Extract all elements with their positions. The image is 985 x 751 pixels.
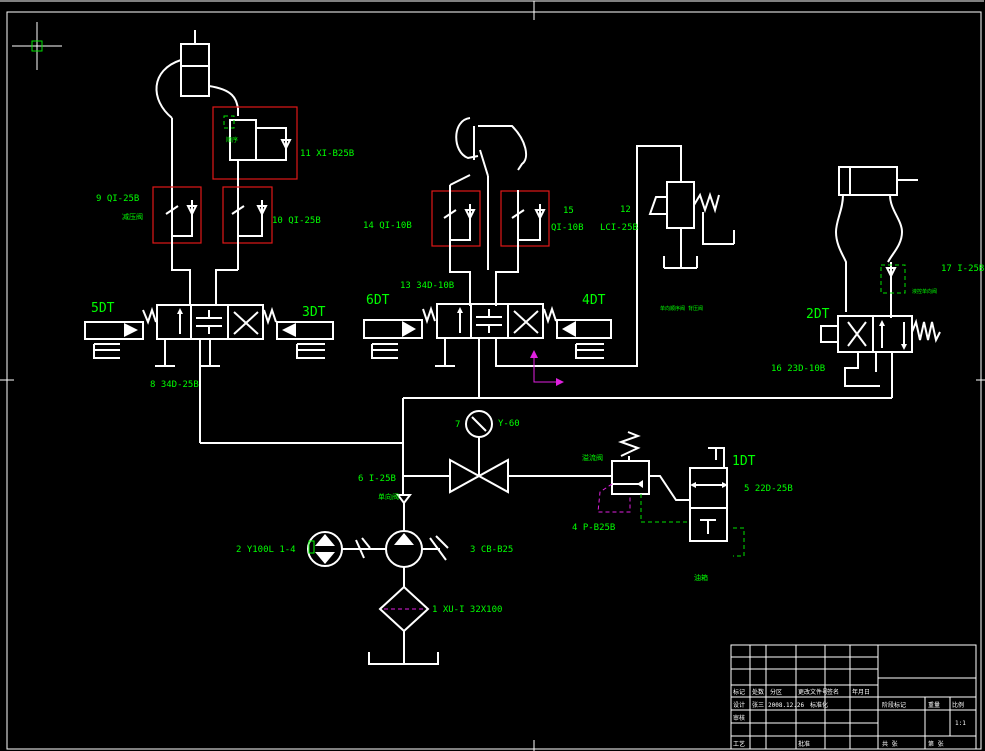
tb-row-labels-4: 签名 xyxy=(827,688,839,696)
note-c11: 顺序 xyxy=(226,136,238,144)
tb-stage-2: 比例 xyxy=(952,701,964,709)
note-tank: 油箱 xyxy=(694,573,708,582)
tb-scale: 1:1 xyxy=(955,720,966,727)
solenoid-2dt: 2DT xyxy=(806,307,830,322)
right-cylinder xyxy=(834,166,918,318)
tb-designer-1: 张三 xyxy=(752,701,764,709)
tb-review: 审核 xyxy=(733,714,745,722)
label-c14: 14 QI-10B xyxy=(363,221,412,231)
label-c15-model: QI-10B xyxy=(551,223,584,233)
label-c16: 16 23D-10B xyxy=(771,364,825,374)
tb-designer-2: 2008.12.26 xyxy=(768,702,805,709)
label-c12-model: LCI-25B xyxy=(600,223,638,233)
directional-valve-5 xyxy=(640,447,745,557)
label-c9: 9 QI-25B xyxy=(96,194,139,204)
directional-valve-13 xyxy=(363,145,682,398)
label-c17: 17 I-25B xyxy=(941,264,984,274)
tb-row-labels-3: 更改文件号 xyxy=(798,688,828,696)
title-block xyxy=(730,644,977,750)
tb-approve: 批准 xyxy=(798,740,810,748)
relief-valve-4 xyxy=(597,431,690,513)
solenoid-5dt: 5DT xyxy=(91,301,115,316)
throttle-valve-14 xyxy=(431,185,481,247)
check-valve-6 xyxy=(396,494,412,530)
label-c1: 1 XU-I 32X100 xyxy=(432,605,502,615)
tb-sheet-1: 第 张 xyxy=(928,740,944,748)
label-c4: 4 P-B25B xyxy=(572,523,615,533)
solenoid-4dt: 4DT xyxy=(582,293,606,308)
throttle-valve-15 xyxy=(500,190,550,247)
tb-row-labels-2: 分区 xyxy=(770,688,782,696)
label-c11: 11 XI-B25B xyxy=(300,149,354,159)
note-c17: 液控单向阀 xyxy=(912,288,937,295)
label-c12: 12 xyxy=(620,205,631,215)
pressure-valve-12 xyxy=(648,181,735,269)
label-c6: 6 I-25B xyxy=(358,474,396,484)
label-c2: 2 Y100L 1-4 xyxy=(236,545,296,555)
filter-1 xyxy=(368,585,439,665)
label-c13: 13 34D-10B xyxy=(400,281,454,291)
solenoid-1dt: 1DT xyxy=(732,454,756,469)
label-c8: 8 34D-25B xyxy=(150,380,199,390)
tb-sheet-0: 共 张 xyxy=(882,740,898,748)
tb-row-labels-0: 标记 xyxy=(733,688,745,696)
tb-process: 工艺 xyxy=(733,740,745,748)
stop-valve xyxy=(449,458,612,494)
tb-designer-3: 标准化 xyxy=(810,701,828,709)
directional-valve-8 xyxy=(84,304,334,443)
center-cylinder xyxy=(455,117,528,270)
tb-row-labels-5: 年月日 xyxy=(852,688,870,696)
directional-valve-16 xyxy=(820,315,941,398)
throttle-valve-9 xyxy=(152,186,202,244)
label-c7: 7 xyxy=(455,420,460,430)
label-c15: 15 xyxy=(563,206,574,216)
motor-2 xyxy=(307,531,386,567)
label-c10: 10 QI-25B xyxy=(272,216,321,226)
note-pump-valve: 单向阀 xyxy=(378,492,399,501)
label-c5: 5 22D-25B xyxy=(744,484,793,494)
label-c3: 3 CB-B25 xyxy=(470,545,513,555)
tb-designer-0: 设计 xyxy=(733,701,745,709)
throttle-valve-10 xyxy=(222,186,273,270)
solenoid-3dt: 3DT xyxy=(302,305,326,320)
sequence-valve-11 xyxy=(212,106,298,190)
note-center: 单向顺序阀 背压阀 xyxy=(660,305,703,312)
note-c9: 减压阀 xyxy=(122,212,143,221)
tb-stage-0: 阶段标记 xyxy=(882,701,906,709)
tb-row-labels-1: 处数 xyxy=(752,688,764,696)
ucs-axis-icon xyxy=(530,350,564,386)
label-c7-gauge: Y-60 xyxy=(498,419,520,429)
pump-3 xyxy=(385,530,449,587)
pressure-gauge-7 xyxy=(465,410,493,476)
note-c4: 溢流阀 xyxy=(582,453,603,462)
tb-stage-1: 重量 xyxy=(928,701,940,709)
left-cylinder xyxy=(155,30,239,270)
ucs-crosshair-icon xyxy=(12,22,62,70)
solenoid-6dt: 6DT xyxy=(366,293,390,308)
